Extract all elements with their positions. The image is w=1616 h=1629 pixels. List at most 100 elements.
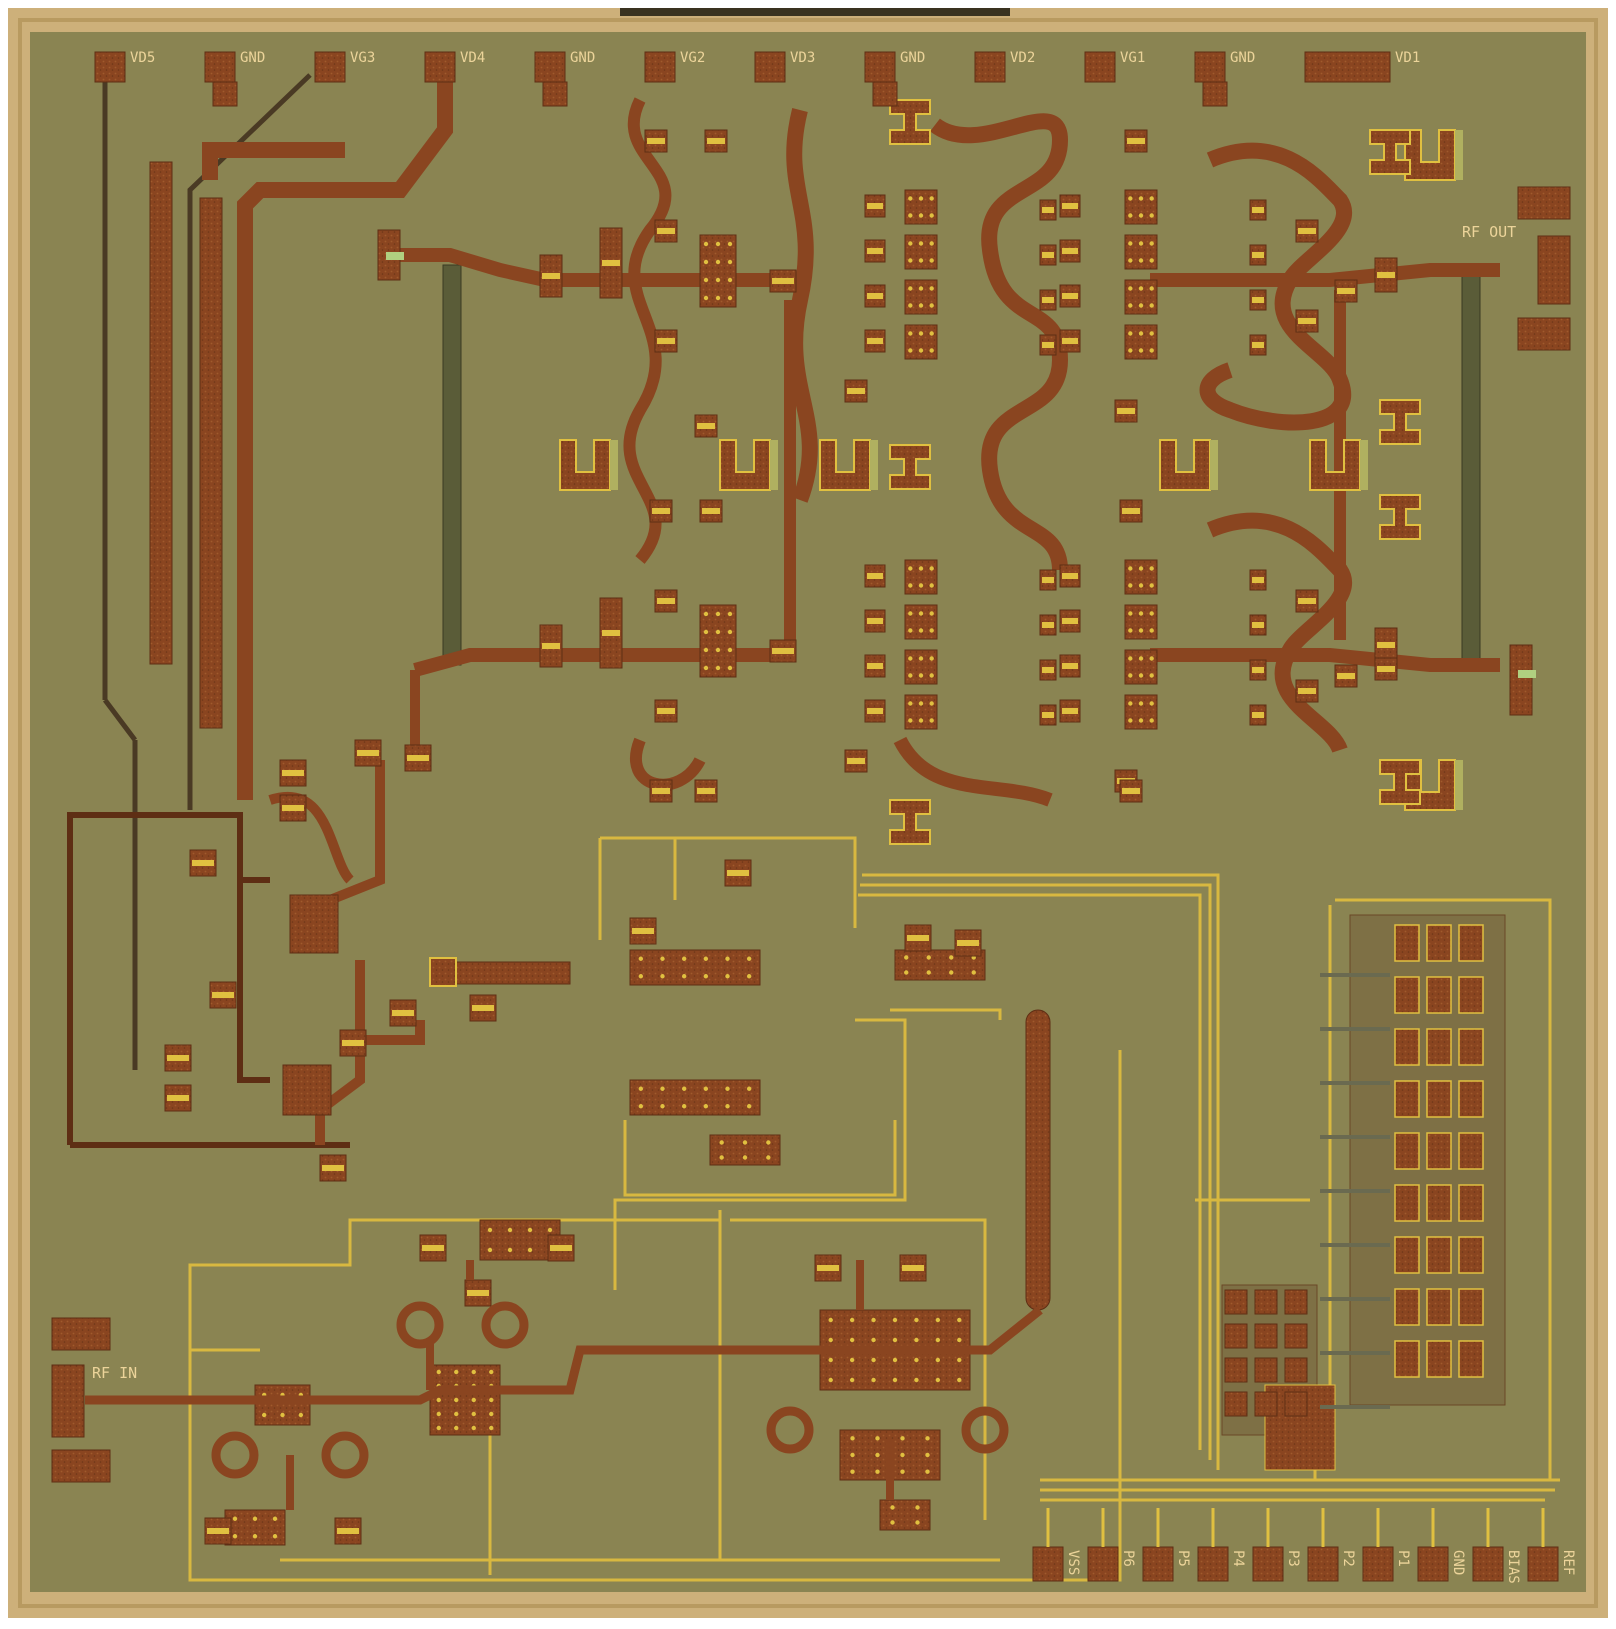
transistor-cell	[904, 324, 938, 360]
via-dot	[908, 348, 913, 353]
via-dot	[527, 1247, 533, 1253]
capacitor-plate	[1252, 342, 1264, 348]
transistor-cell	[1124, 604, 1158, 640]
u-capacitor	[1159, 439, 1211, 491]
via-dot	[703, 956, 709, 961]
capacitor-plate	[702, 508, 720, 514]
bottom-pad-label: VSS	[1065, 1550, 1081, 1575]
capacitor-plate	[207, 1528, 229, 1534]
via-dot	[890, 1505, 895, 1510]
via-dot	[908, 656, 913, 661]
top-pad-label: VD4	[460, 50, 485, 66]
top-pad-label: GND	[570, 50, 595, 66]
resistor	[386, 252, 404, 260]
via-dot	[935, 1337, 941, 1343]
via-dot	[918, 566, 924, 571]
via-dot	[746, 974, 752, 979]
via-dot	[471, 1425, 476, 1431]
capacitor-plate	[1062, 203, 1078, 209]
top-pad-label: VD2	[1010, 50, 1035, 66]
capacitor-plate	[657, 708, 675, 714]
via-dot	[892, 1317, 898, 1323]
capacitor-plate	[1377, 666, 1395, 672]
capacitor-plate	[647, 138, 665, 144]
capacitor-plate	[1252, 622, 1264, 628]
via-dot	[1128, 348, 1133, 353]
top-pad	[1194, 51, 1226, 83]
switch-cell	[1426, 1288, 1452, 1326]
transistor-cell	[479, 1219, 561, 1261]
via-dot	[929, 348, 934, 353]
via-dot	[918, 348, 924, 353]
top-pad	[864, 51, 896, 83]
capacitor-plate	[867, 663, 883, 669]
u-capacitor	[1404, 129, 1456, 181]
via-dot	[715, 259, 721, 265]
via-dot	[871, 1317, 876, 1323]
via-dot	[746, 956, 752, 961]
resistor	[610, 440, 618, 490]
capacitor-plate	[1062, 338, 1078, 344]
u-capacitor	[559, 439, 611, 491]
via-dot	[703, 647, 709, 653]
via-dot	[727, 611, 733, 617]
via-dot	[1138, 331, 1144, 336]
via-dot	[1128, 628, 1133, 633]
capacitor-plate	[1252, 577, 1264, 583]
via-dot	[900, 1469, 905, 1474]
via-dot	[703, 295, 709, 301]
via-dot	[892, 1377, 898, 1383]
switch-cell	[1394, 1340, 1420, 1378]
via-dot	[875, 1469, 880, 1474]
via-dot	[929, 258, 934, 263]
capacitor-plate	[652, 508, 670, 514]
spiral-inductor	[211, 1431, 259, 1479]
transistor-cell	[1124, 694, 1158, 730]
capacitor-plate	[657, 228, 675, 234]
top-pad-label: GND	[900, 50, 925, 66]
via-dot	[681, 1086, 687, 1091]
via-dot	[638, 974, 644, 979]
capacitor-plate	[1062, 293, 1078, 299]
top-pad	[424, 51, 456, 83]
resistor	[770, 440, 778, 490]
via-dot	[908, 718, 913, 723]
capacitor-plate	[1122, 788, 1140, 794]
bottom-pad	[1417, 1546, 1449, 1582]
via-dot	[1128, 583, 1133, 588]
shunt-capacitor	[1379, 494, 1421, 540]
transistor-cell	[254, 1384, 311, 1426]
via-dot	[900, 1452, 905, 1458]
via-dot	[1149, 701, 1154, 706]
via-dot	[828, 1377, 833, 1383]
via-dot	[681, 956, 687, 961]
transistor-cell	[629, 949, 761, 986]
via-dot	[719, 1155, 724, 1160]
via-dot	[436, 1397, 441, 1403]
via-dot	[725, 1104, 730, 1109]
bottom-pad	[1142, 1546, 1174, 1582]
via-dot	[1138, 566, 1144, 571]
shunt-capacitor	[1379, 399, 1421, 445]
via-dot	[918, 628, 924, 633]
capacitor-plate	[1252, 252, 1264, 258]
via-dot	[914, 1377, 919, 1383]
capacitor-plate	[167, 1055, 189, 1061]
via-dot	[742, 1155, 748, 1160]
capacitor-plate	[907, 935, 929, 941]
via-dot	[908, 611, 913, 616]
via-dot	[681, 974, 687, 979]
via-dot	[489, 1411, 494, 1417]
via-dot	[660, 1104, 665, 1109]
bottom-pad-label: P2	[1340, 1550, 1356, 1567]
via-dot	[703, 1104, 709, 1109]
ground-via-pad	[872, 81, 898, 107]
top-pad	[314, 51, 346, 83]
via-dot	[918, 213, 924, 218]
ground-via-pad	[542, 81, 568, 107]
via-dot	[1138, 673, 1144, 678]
via-dot	[454, 1411, 459, 1417]
via-dot	[660, 956, 665, 961]
via-dot	[908, 566, 913, 571]
rf-out-label: RF OUT	[1462, 223, 1516, 241]
